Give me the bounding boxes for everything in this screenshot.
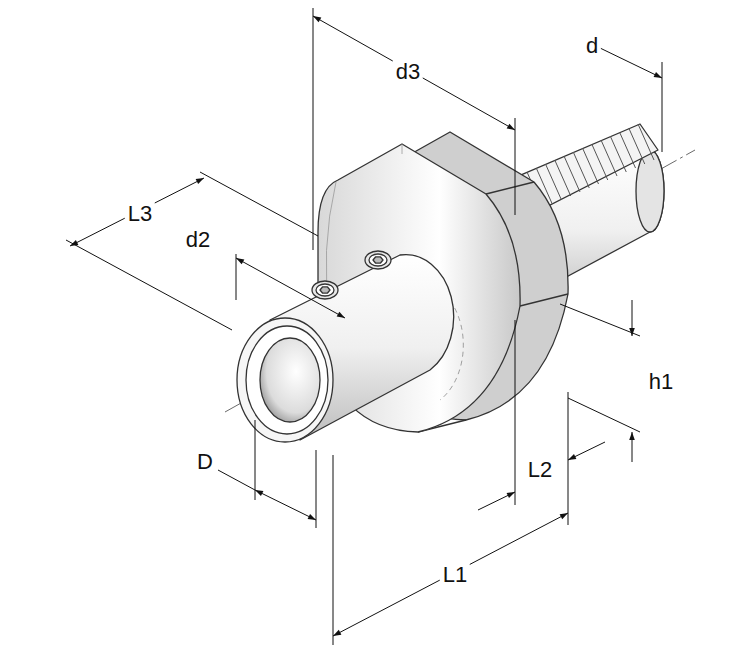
dimension-label: L1 (440, 563, 470, 587)
dimension-line (316, 450, 317, 528)
dimension-line (333, 513, 568, 636)
dimension-line (66, 240, 232, 330)
bore (260, 338, 320, 422)
dimension-line (218, 470, 255, 490)
dimension-line (632, 432, 633, 462)
sleeve-chamfer (246, 326, 328, 434)
clamping-screw (312, 281, 338, 299)
dimension-line (255, 420, 256, 500)
dimension-label: L3 (125, 202, 155, 226)
serration-tooth (638, 124, 654, 160)
dimension-line (515, 320, 516, 505)
dimension-label: D (194, 450, 216, 474)
dimension-line (333, 455, 334, 645)
dimension-line (515, 118, 516, 215)
dimension-line (313, 16, 515, 130)
dimension-line (568, 442, 605, 460)
dimension-label: d3 (393, 60, 423, 84)
dimension-line (236, 258, 345, 318)
dimension-label: L2 (525, 458, 555, 482)
dimension-label: d2 (183, 228, 213, 252)
dimension-line (255, 490, 316, 520)
dimension-label: h1 (646, 370, 676, 394)
dimension-line (200, 172, 318, 236)
dimension-line (313, 8, 314, 250)
dimension-line (568, 398, 640, 432)
sleeve-front-face (237, 318, 333, 442)
dimension-line (560, 304, 640, 336)
clamping-screw (365, 251, 391, 269)
shank-end-face (636, 150, 664, 232)
dimension-line (662, 62, 663, 152)
dimension-line (568, 392, 569, 525)
dimension-line (600, 48, 662, 78)
dimension-line (632, 300, 633, 336)
dimension-line (478, 492, 515, 510)
dimension-label: d (583, 34, 601, 58)
dimension-line (236, 254, 237, 300)
